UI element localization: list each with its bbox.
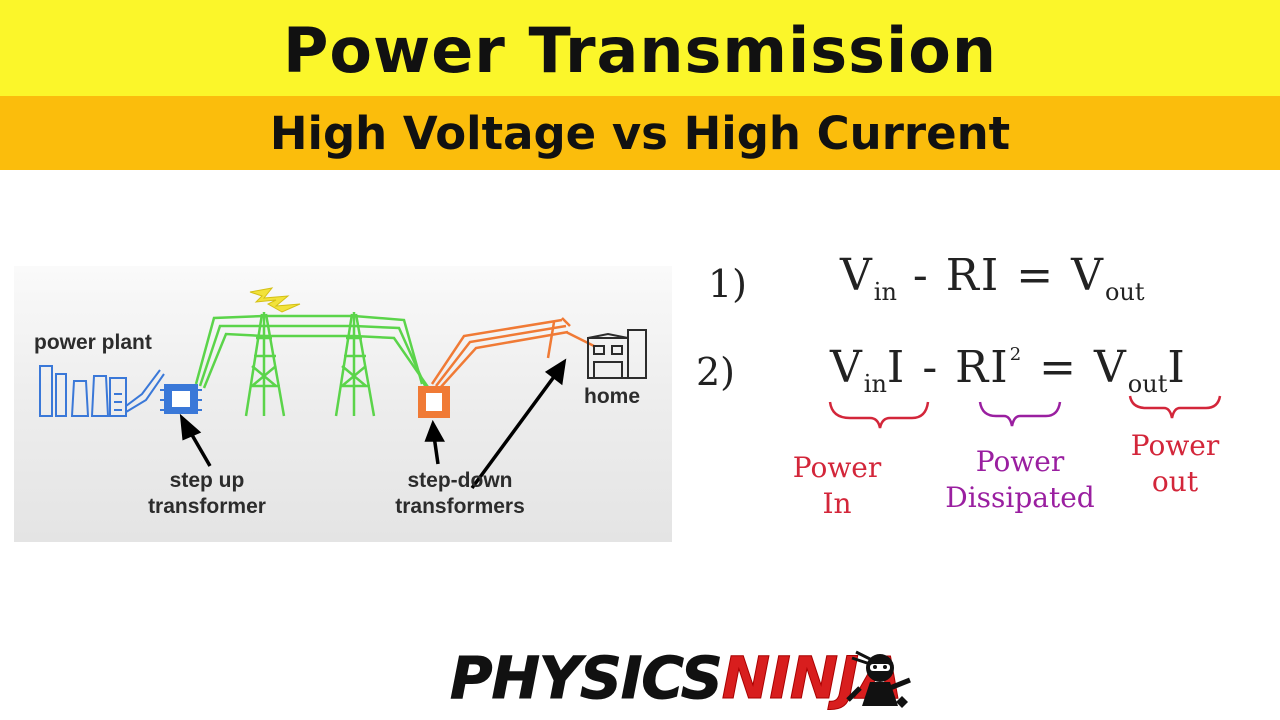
step-down-label: step-down transformers — [380, 468, 540, 520]
step-down-transformer-icon — [418, 386, 450, 418]
step-down-label-line1: step-down — [407, 469, 513, 492]
power-plant-label: power plant — [34, 331, 152, 354]
subtitle-banner: High Voltage vs High Current — [0, 96, 1280, 170]
eq2-v: V — [830, 342, 864, 393]
high-voltage-lines — [194, 312, 432, 417]
eq1-rhs-sub: out — [1104, 278, 1145, 306]
equation-2: VinI - RI2 = VoutI — [830, 342, 1187, 398]
low-voltage-lines — [430, 317, 595, 389]
power-plant-icon — [39, 365, 165, 417]
transmission-diagram: power plant home step up transformer ste… — [14, 266, 672, 542]
power-in-annotation: Power In — [772, 450, 902, 522]
eq2-equals: = — [1039, 342, 1079, 393]
equation-1: Vin - RI = Vout — [840, 250, 1145, 306]
brace-power-out — [1128, 395, 1222, 419]
eq1-v: V — [840, 250, 874, 301]
logo-word-physics: PHYSICS — [450, 644, 724, 713]
power-dissipated-line1: Power — [975, 445, 1065, 478]
eq2-minus-term: - RI — [922, 342, 1010, 393]
transmission-diagram-graphic — [39, 287, 647, 490]
eq2-rhs-v: V — [1094, 342, 1128, 393]
step-up-label-line1: step up — [169, 469, 245, 492]
annotation-braces — [828, 395, 1222, 429]
equation-1-number: 1) — [708, 262, 748, 306]
equation-2-number: 2) — [696, 350, 736, 394]
home-icon — [587, 329, 647, 379]
page-subtitle: High Voltage vs High Current — [269, 106, 1011, 160]
eq2-rhs-sub: out — [1127, 370, 1168, 398]
eq1-rhs-v: V — [1071, 250, 1105, 301]
power-in-line1: Power — [792, 451, 882, 484]
power-out-line1: Power — [1130, 429, 1220, 462]
eq2-rhs-after: I — [1167, 342, 1187, 393]
eq1-minus-term: - RI — [912, 250, 1001, 301]
eq2-v-sub: in — [863, 370, 887, 398]
power-out-line2: out — [1151, 465, 1199, 498]
eq2-sup: 2 — [1009, 344, 1024, 365]
eq1-v-sub: in — [873, 278, 897, 306]
power-dissipated-annotation: Power Dissipated — [940, 444, 1100, 516]
pointer-arrows — [179, 358, 567, 490]
brace-power-dissipated — [978, 401, 1062, 427]
step-down-label-line2: transformers — [395, 495, 525, 518]
step-up-label-line2: transformer — [148, 495, 266, 518]
eq2-after-v: I — [886, 342, 907, 393]
power-dissipated-line2: Dissipated — [945, 481, 1095, 514]
physics-ninja-logo: PHYSICSNINJA — [450, 642, 920, 718]
ninja-mascot-icon — [846, 650, 911, 708]
power-out-annotation: Power out — [1120, 428, 1230, 500]
page-title: Power Transmission — [282, 13, 998, 87]
step-up-label: step up transformer — [132, 468, 282, 520]
logo-text: PHYSICSNINJA — [450, 644, 904, 713]
step-up-transformer-icon — [160, 384, 202, 414]
equations-panel: 1) Vin - RI = Vout 2) VinI - RI2 = VoutI… — [690, 230, 1260, 550]
power-in-line2: In — [822, 487, 852, 520]
eq1-equals: = — [1016, 250, 1056, 301]
brace-power-in — [828, 401, 930, 429]
home-label: home — [584, 385, 641, 408]
lightning-bolt-icon — [249, 287, 301, 313]
title-banner: Power Transmission — [0, 0, 1280, 96]
